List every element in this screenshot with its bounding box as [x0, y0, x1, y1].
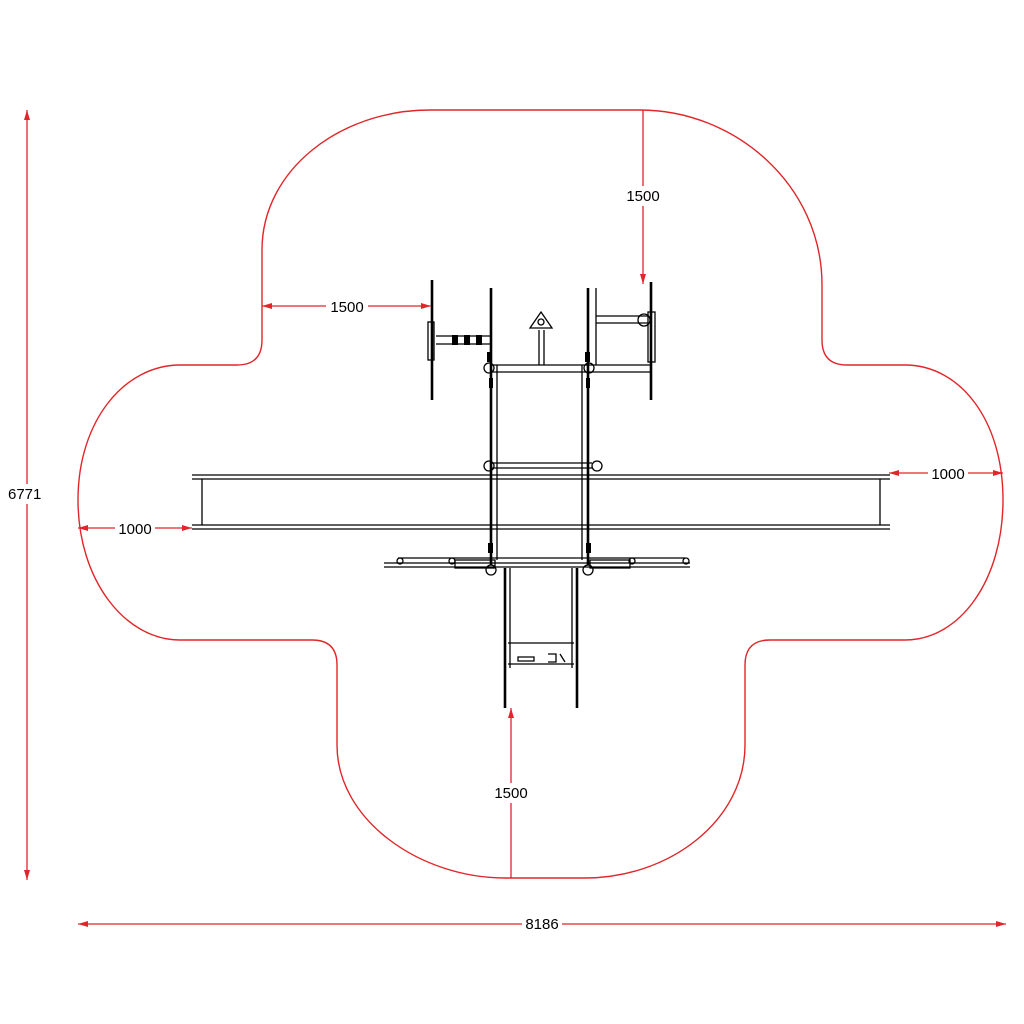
- height-label: 6771: [8, 486, 41, 503]
- play-equipment: [192, 280, 890, 708]
- safety-zone-outline: [77, 109, 1004, 879]
- upper-left-panel: [427, 280, 491, 400]
- central-tower: [483, 288, 650, 565]
- lower-rail: [384, 557, 690, 576]
- top-handle: [528, 310, 554, 365]
- upper-right-panel: [595, 282, 656, 400]
- upper-left-clearance-label: 1500: [330, 299, 363, 316]
- right-clearance-label: 1000: [931, 466, 964, 483]
- left-clearance-label: 1000: [118, 521, 151, 538]
- top-clearance-label: 1500: [626, 188, 659, 205]
- bottom-extension: [503, 568, 579, 708]
- bottom-clearance-label: 1500: [494, 785, 527, 802]
- width-label: 8186: [525, 916, 558, 933]
- horizontal-beam: [192, 474, 890, 530]
